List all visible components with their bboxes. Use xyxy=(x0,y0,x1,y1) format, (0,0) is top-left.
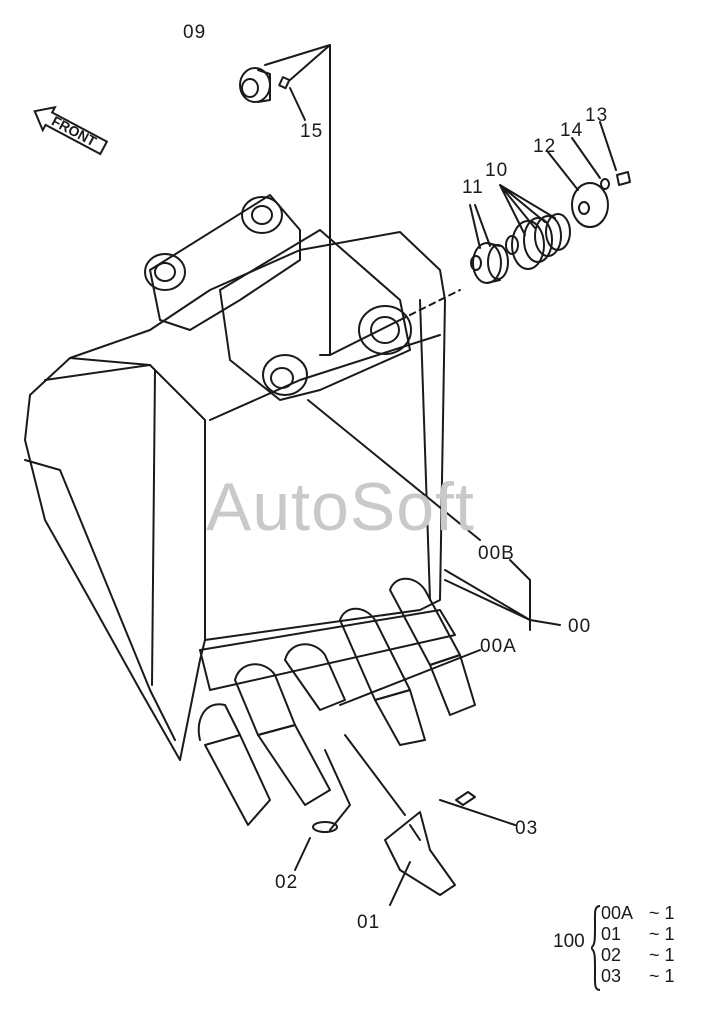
callout-10: 10 xyxy=(485,160,509,181)
kit-row: 03 ~ 1 xyxy=(601,966,675,987)
callout-14: 14 xyxy=(560,120,584,141)
callout-02: 02 xyxy=(275,872,299,893)
kit-row: 01 ~ 1 xyxy=(601,924,675,945)
washer-02 xyxy=(312,821,338,833)
kit-row-code: 03 xyxy=(601,966,622,986)
watermark: AutoSoft xyxy=(206,469,475,545)
boss-lower-right xyxy=(358,305,412,355)
callout-00A: 00A xyxy=(480,636,517,657)
tooth-5 xyxy=(389,577,476,716)
callout-11: 11 xyxy=(462,177,484,198)
front-arrow-icon xyxy=(33,105,109,156)
tooth-1 xyxy=(197,703,271,826)
kit-row-code: 00A xyxy=(601,903,634,923)
callout-15: 15 xyxy=(300,121,324,142)
front-arrow: FRONT xyxy=(26,97,114,163)
kit-number: 100 xyxy=(553,931,585,952)
kit-row: 02 ~ 1 xyxy=(601,945,675,966)
callout-12: 12 xyxy=(533,136,557,157)
kit-row-code: 02 xyxy=(601,945,622,965)
bolt-13 xyxy=(616,171,631,186)
callout-09: 09 xyxy=(183,22,207,43)
callout-03: 03 xyxy=(515,818,539,839)
brace-icon xyxy=(591,905,601,991)
kit-row-qty: ~ 1 xyxy=(649,924,675,944)
washer-14 xyxy=(600,178,610,190)
cutting-edge xyxy=(199,609,456,691)
kit-row-code: 01 xyxy=(601,924,622,944)
callout-00B: 00B xyxy=(478,543,515,564)
bucket-shell xyxy=(24,231,446,761)
bucket-side-plate xyxy=(69,357,206,641)
bracket-plate-right xyxy=(219,229,411,401)
tooth-3 xyxy=(284,643,346,711)
washer-12 xyxy=(571,182,609,228)
callout-01: 01 xyxy=(357,912,381,933)
kit-row-qty: ~ 1 xyxy=(649,903,675,923)
boss-upper-left xyxy=(144,253,186,291)
tooth-01 xyxy=(384,811,456,896)
kit-composition: 100 00A ~ 1 01 ~ 1 02 ~ 1 03 ~ 1 xyxy=(553,903,698,993)
boss-lower-left xyxy=(262,354,308,396)
tooth-2 xyxy=(234,663,331,806)
kit-row: 00A ~ 1 xyxy=(601,903,675,924)
tooth-4 xyxy=(339,607,426,746)
kit-row-qty: ~ 1 xyxy=(649,966,675,986)
bracket-plate-left xyxy=(149,194,301,331)
shim-10 xyxy=(511,220,545,270)
lock-pin-03 xyxy=(455,791,476,806)
shim-11 xyxy=(472,242,502,284)
callout-13: 13 xyxy=(585,105,609,126)
kit-row-qty: ~ 1 xyxy=(649,945,675,965)
boss-upper-right xyxy=(241,196,283,234)
callout-00: 00 xyxy=(568,616,592,637)
pin-15 xyxy=(278,76,291,90)
